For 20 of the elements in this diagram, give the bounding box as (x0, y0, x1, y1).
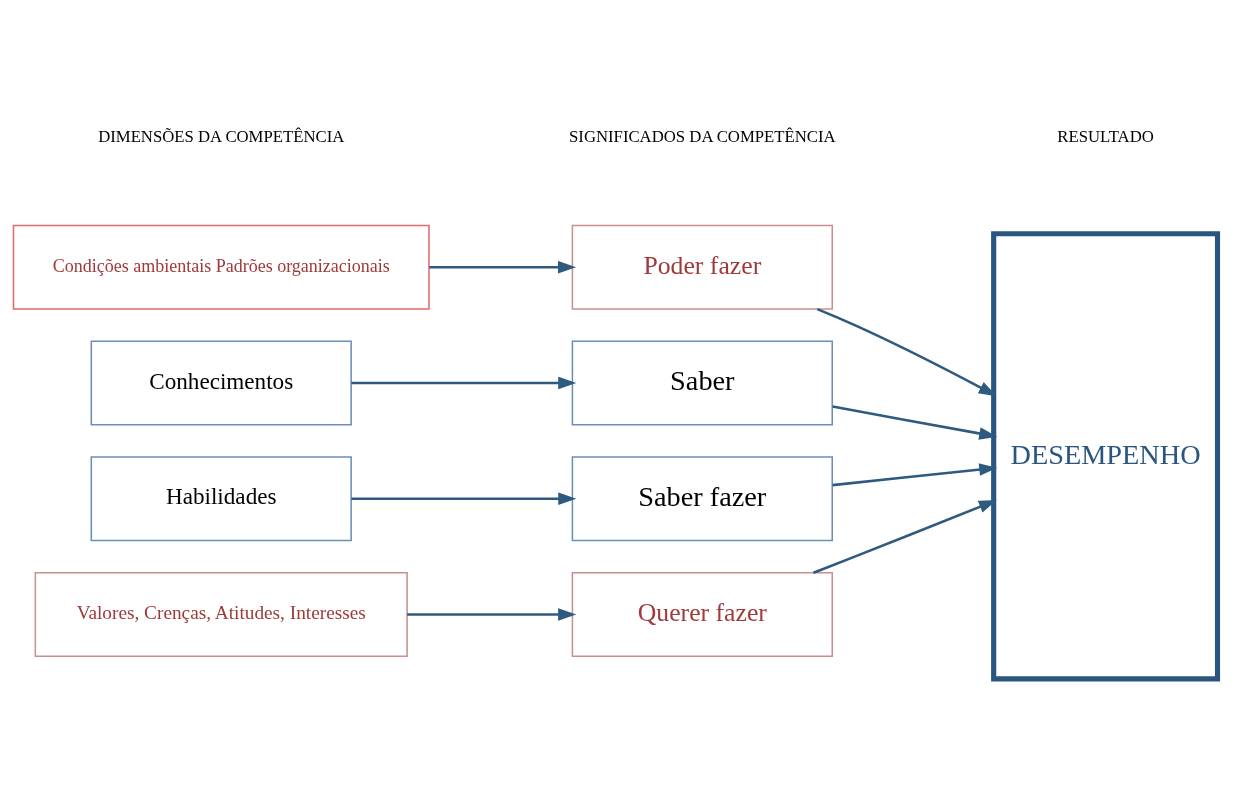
label: DIMENSÕES DA COMPETÊNCIA (98, 126, 345, 146)
node-box: DESEMPENHO (991, 231, 1221, 682)
node-box: Saber fazer (571, 456, 833, 542)
node-box: Poder fazer (571, 224, 833, 310)
label: RESULTADO (1057, 126, 1154, 146)
label: SIGNIFICADOS DA COMPETÊNCIA (569, 126, 836, 146)
arrow (832, 463, 998, 487)
node-box: Valores, Crenças, Atitudes, Interesses (34, 571, 408, 658)
arrow (407, 608, 577, 621)
node-box: Conhecimentos (90, 340, 352, 426)
arrow (832, 405, 998, 440)
node-box: Condições ambientais Padrões organizacionais (12, 224, 430, 310)
arrow (351, 492, 577, 506)
arrow (351, 376, 577, 390)
arrow (429, 260, 577, 274)
node-box: Habilidades (90, 456, 352, 542)
arrow (816, 307, 997, 397)
node-box: Saber (571, 340, 833, 426)
node-box: Querer fazer (571, 571, 833, 658)
arrow (813, 499, 997, 574)
